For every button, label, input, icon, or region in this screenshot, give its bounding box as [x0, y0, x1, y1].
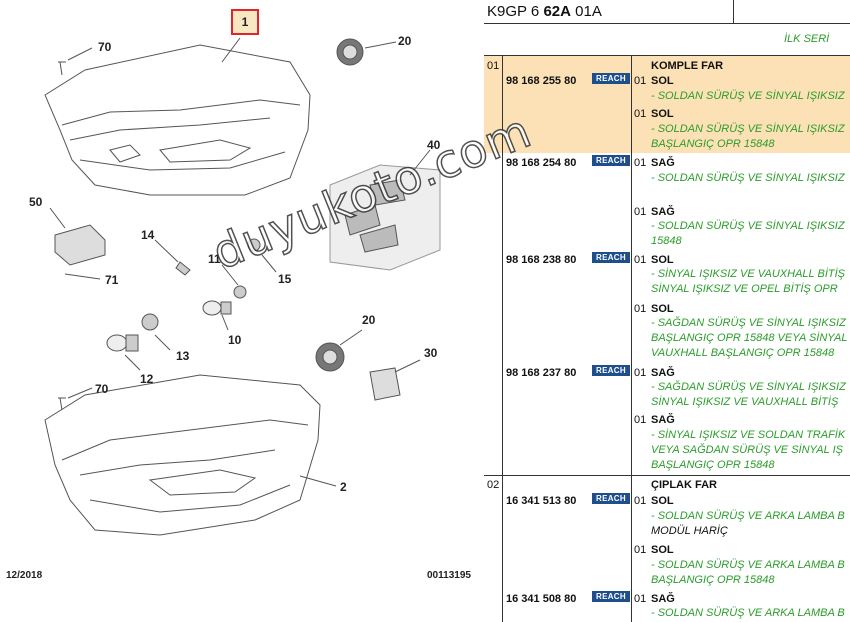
side-label: SOL	[651, 303, 674, 315]
description: BAŞLANGIÇ OPR 15848	[651, 574, 775, 586]
description: BAŞLANGIÇ OPR 15848 VEYA SİNYAL	[651, 332, 848, 344]
description: - SİNYAL IŞIKSIZ VE VAUXHALL BİTİŞ	[651, 268, 846, 280]
reach-badge: REACH	[592, 493, 630, 504]
quantity: 01	[634, 593, 647, 605]
quantity: 01	[634, 157, 647, 169]
quantity: 01	[634, 303, 647, 315]
callout-12[interactable]: 12	[140, 372, 154, 386]
diagram-reference: 00113195	[427, 570, 471, 581]
callout-13[interactable]: 13	[176, 349, 190, 363]
description: BAŞLANGIÇ OPR 15848	[651, 459, 775, 471]
group-number: 01	[487, 60, 500, 72]
part-number[interactable]: 98 168 238 80	[506, 254, 577, 266]
side-label: SAĞ	[651, 206, 675, 218]
reach-badge: REACH	[592, 365, 630, 376]
reach-badge: REACH	[592, 155, 630, 166]
description: BAŞLANGIÇ OPR 15848	[651, 138, 775, 150]
callout-40[interactable]: 40	[427, 138, 441, 152]
side-label: SOL	[651, 495, 674, 507]
quantity: 01	[634, 75, 647, 87]
callout-30[interactable]: 30	[424, 346, 438, 360]
quantity: 01	[634, 108, 647, 120]
callout-70-top[interactable]: 70	[98, 40, 112, 54]
side-label: SOL	[651, 108, 674, 120]
description: - SAĞDAN SÜRÜŞ VE SİNYAL IŞIKSIZ	[651, 317, 846, 329]
side-label: SOL	[651, 75, 674, 87]
callout-50[interactable]: 50	[29, 195, 43, 209]
side-label: SAĞ	[651, 157, 675, 169]
description: - SAĞDAN SÜRÜŞ VE SİNYAL IŞIKSIZ	[651, 381, 846, 393]
side-label: SAĞ	[651, 593, 675, 605]
selected-row-highlight	[484, 56, 850, 153]
callout-10[interactable]: 10	[228, 333, 242, 347]
quantity: 01	[634, 544, 647, 556]
group-title: KOMPLE FAR	[651, 60, 724, 72]
headlamp-bottom-outline	[44, 374, 321, 536]
reach-badge: REACH	[592, 252, 630, 263]
callout-20-bottom[interactable]: 20	[362, 313, 376, 327]
part-number[interactable]: 16 341 513 80	[506, 495, 577, 507]
quantity: 01	[634, 254, 647, 266]
callout-11[interactable]: 11	[208, 252, 221, 266]
side-label: SOL	[651, 254, 674, 266]
quantity: 01	[634, 367, 647, 379]
callout-71[interactable]: 71	[105, 273, 119, 287]
parts-diagram: 1 70 20 40 50 14 11 15 71 10 13 12 20 30…	[6, 9, 471, 581]
diagram-date: 12/2018	[6, 570, 43, 581]
description: SİNYAL IŞIKSIZ VE OPEL BİTİŞ OPR	[651, 283, 838, 295]
description: - SOLDAN SÜRÜŞ VE ARKA LAMBA B	[651, 559, 845, 571]
description: VAUXHALL BAŞLANGIÇ OPR 15848	[651, 347, 835, 359]
part-code: K9GP 6 62A 01A	[487, 3, 602, 20]
description: - SOLDAN SÜRÜŞ VE ARKA LAMBA B	[651, 607, 845, 619]
parts-table: K9GP 6 62A 01A İLK SERİ 01 KOMPLE FAR 02…	[484, 0, 850, 622]
side-label: SAĞ	[651, 367, 675, 379]
description: 15848	[651, 235, 682, 247]
table-header: K9GP 6 62A 01A	[484, 0, 850, 24]
side-label: SOL	[651, 544, 674, 556]
part-number[interactable]: 16 341 508 80	[506, 593, 577, 605]
description: MODÜL HARİÇ	[651, 525, 728, 537]
description: - SOLDAN SÜRÜŞ VE ARKA LAMBA B	[651, 510, 845, 522]
headlamp-top-outline	[44, 44, 311, 196]
callout-70-bottom[interactable]: 70	[95, 382, 109, 396]
group-number: 02	[487, 479, 500, 491]
description: - SİNYAL IŞIKSIZ VE SOLDAN TRAFİK	[651, 429, 846, 441]
series-label: İLK SERİ	[784, 33, 830, 45]
description: SİNYAL IŞIKSIZ VE VAUXHALL BİTİŞ	[651, 396, 839, 408]
reach-badge: REACH	[592, 73, 630, 84]
part-number[interactable]: 98 168 237 80	[506, 367, 577, 379]
description: - SOLDAN SÜRÜŞ VE SİNYAL IŞIKSIZ	[651, 172, 845, 184]
diagram-drawing	[44, 37, 441, 536]
description: VEYA SAĞDAN SÜRÜŞ VE SİNYAL IŞ	[651, 444, 843, 456]
quantity: 01	[634, 206, 647, 218]
callout-20-top[interactable]: 20	[398, 34, 412, 48]
part-number[interactable]: 98 168 255 80	[506, 75, 577, 87]
callout-14[interactable]: 14	[141, 228, 155, 242]
part-number[interactable]: 98 168 254 80	[506, 157, 577, 169]
side-label: SAĞ	[651, 414, 675, 426]
quantity: 01	[634, 495, 647, 507]
callout-1[interactable]: 1	[231, 9, 259, 35]
callout-2[interactable]: 2	[340, 480, 347, 494]
group-title: ÇIPLAK FAR	[651, 479, 717, 491]
description: - SOLDAN SÜRÜŞ VE SİNYAL IŞIKSIZ	[651, 90, 845, 102]
reach-badge: REACH	[592, 591, 630, 602]
quantity: 01	[634, 414, 647, 426]
callout-15[interactable]: 15	[278, 272, 292, 286]
description: - SOLDAN SÜRÜŞ VE SİNYAL IŞIKSIZ	[651, 220, 845, 232]
description: - SOLDAN SÜRÜŞ VE SİNYAL IŞIKSIZ	[651, 123, 845, 135]
